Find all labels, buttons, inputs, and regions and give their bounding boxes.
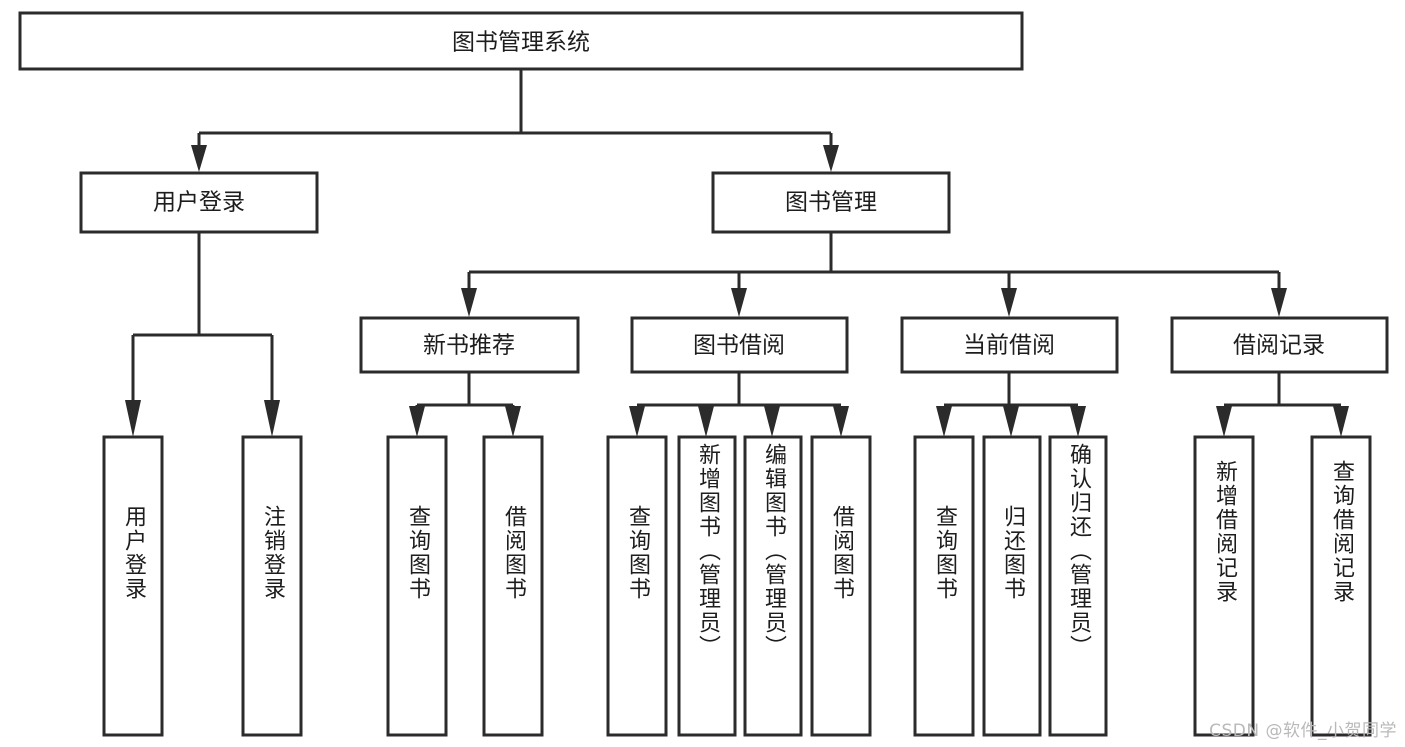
arrow-head-leaf-add-book: [698, 406, 714, 437]
node-borrow-record[interactable]: 借阅记录: [1170, 316, 1389, 374]
arrow-head-new-book-recommend: [461, 288, 477, 317]
leaf-box-user-login[interactable]: [102, 435, 164, 737]
node-borrow-record-box: [1170, 316, 1389, 374]
leaf-box-confirm-return[interactable]: [1048, 435, 1108, 737]
arrow-head-leaf-query-record: [1333, 406, 1349, 437]
node-new-book-recommend-label: 新书推荐: [423, 333, 515, 359]
node-book-borrow-label: 图书借阅: [693, 333, 785, 359]
leaf-box-query-book-3[interactable]: [913, 435, 975, 737]
leaf-box-borrow-book-1[interactable]: [482, 435, 544, 737]
node-current-borrow[interactable]: 当前借阅: [900, 316, 1119, 374]
arrow-head-leaf-edit-book: [764, 406, 780, 437]
arrow-head-leaf-add-record: [1216, 406, 1232, 437]
node-book-borrow[interactable]: 图书借阅: [630, 316, 849, 374]
arrow-head-leaf-borrow-book-2: [833, 406, 849, 437]
node-book-manage-label: 图书管理: [785, 190, 877, 216]
arrow-head-book-manage: [823, 145, 839, 172]
node-book-manage-box: [711, 171, 951, 234]
arrow-head-leaf-return-book: [1003, 406, 1019, 437]
leaf-box-edit-book[interactable]: [743, 435, 803, 737]
leaf-box-borrow-book-2[interactable]: [810, 435, 872, 737]
arrow-head-leaf-query-book-1: [409, 406, 425, 437]
node-new-book-recommend[interactable]: 新书推荐: [359, 316, 580, 374]
node-root[interactable]: 图书管理系统: [18, 11, 1024, 71]
arrow-head-leaf-confirm-return: [1070, 406, 1086, 437]
leaf-box-query-record[interactable]: [1310, 435, 1372, 737]
csdn-watermark: CSDN @软件_小贺同学: [1209, 721, 1397, 741]
leaf-box-query-book-2[interactable]: [606, 435, 668, 737]
arrow-head-user-login: [191, 145, 207, 172]
leaf-box-return-book[interactable]: [982, 435, 1042, 737]
arrow-head-leaf-user-login: [125, 400, 141, 437]
node-root-label: 图书管理系统: [452, 30, 590, 56]
node-borrow-record-label: 借阅记录: [1233, 333, 1325, 359]
arrow-head-leaf-borrow-book-1: [505, 406, 521, 437]
node-current-borrow-box: [900, 316, 1119, 374]
arrow-head-borrow-record: [1271, 288, 1287, 317]
arrow-head-leaf-query-book-2: [629, 406, 645, 437]
node-root-box: [18, 11, 1024, 71]
leaf-box-add-record[interactable]: [1193, 435, 1255, 737]
node-current-borrow-label: 当前借阅: [963, 333, 1055, 359]
node-new-book-recommend-box: [359, 316, 580, 374]
leaf-box-query-book-1[interactable]: [386, 435, 448, 737]
arrow-head-book-borrow: [731, 288, 747, 317]
arrow-head-leaf-user-logout: [264, 400, 280, 437]
node-user-login-label: 用户登录: [153, 190, 245, 216]
arrow-head-leaf-query-book-3: [936, 406, 952, 437]
node-book-manage[interactable]: 图书管理: [711, 171, 951, 234]
node-user-login[interactable]: 用户登录: [79, 171, 319, 234]
leaf-box-add-book[interactable]: [677, 435, 737, 737]
arrow-head-current-borrow: [1001, 288, 1017, 317]
node-book-borrow-box: [630, 316, 849, 374]
leaf-box-user-logout[interactable]: [241, 435, 303, 737]
